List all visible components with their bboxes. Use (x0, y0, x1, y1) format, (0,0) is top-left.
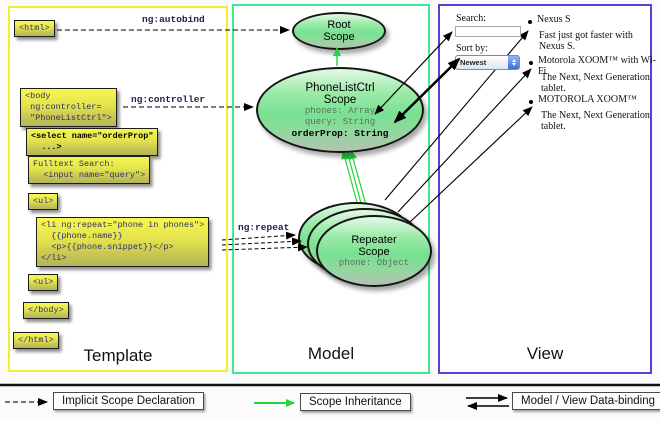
phonelistctrl-scope-ellipse: PhoneListCtrl Scope phones: Array query:… (256, 67, 424, 153)
phone-item-desc: Fast just got faster with Nexus S. (539, 30, 633, 52)
code-ul-close: <ul> (28, 274, 59, 291)
model-column-label: Model (307, 344, 355, 363)
root-scope-ellipse: Root Scope (292, 12, 386, 50)
root-scope-title: Root Scope (323, 19, 355, 43)
prop-phones: phones: Array (304, 105, 376, 116)
repeater-scope-title: Repeater Scope (351, 233, 397, 258)
code-body-open: <body ng:controller= "PhoneListCtrl"> (20, 88, 117, 127)
label-ng-controller: ng:controller (131, 94, 206, 105)
view-column-label: View (526, 344, 564, 363)
search-input[interactable] (455, 26, 521, 37)
phone-item-title: MOTOROLA XOOM™ (538, 94, 637, 105)
phone-item-title: Motorola XOOM™ with Wi-Fi (538, 55, 656, 77)
code-html-open: <html> (14, 20, 55, 37)
select-stepper-icon (508, 56, 519, 69)
code-select-orderprop: <select name="orderProp" ...> (26, 128, 159, 156)
prop-phone: phone: Object (338, 257, 410, 268)
legend-implicit-scope-declaration: Implicit Scope Declaration (53, 392, 204, 410)
sort-select-value: Newest (460, 58, 487, 67)
code-body-close: </body> (23, 302, 69, 319)
bullet-icon (529, 100, 533, 104)
code-html-close: </html> (13, 332, 59, 349)
phonelistctrl-scope-title: PhoneListCtrl Scope (305, 81, 375, 106)
repeater-scope-ellipse-front: Repeater Scope phone: Object (316, 215, 432, 287)
search-label: Search: (456, 13, 486, 24)
prop-orderprop: orderProp: String (291, 127, 389, 139)
sort-by-label: Sort by: (456, 43, 488, 54)
prop-query: query: String (304, 116, 376, 127)
code-fulltext-search: Fulltext Search: <input name="query"> (28, 156, 151, 184)
legend-model-view-databinding: Model / View Data-binding (512, 392, 660, 410)
legend-scope-inheritance: Scope Inheritance (300, 393, 411, 411)
bullet-icon (528, 20, 532, 24)
phone-item-desc: The Next, Next Generation tablet. (541, 110, 650, 132)
code-ul-open: <ul> (28, 193, 59, 210)
sort-select[interactable]: Newest (455, 55, 520, 70)
label-ng-autobind: ng:autobind (142, 14, 205, 25)
phone-item-desc: The Next, Next Generation tablet. (541, 72, 650, 94)
model-column (232, 4, 430, 374)
phone-item-title: Nexus S (537, 14, 571, 25)
template-column-label: Template (83, 346, 153, 365)
code-li-repeat: <li ng:repeat="phone in phones"> {{phone… (36, 217, 210, 267)
label-ng-repeat: ng:repeat (238, 222, 290, 233)
bullet-icon (529, 61, 533, 65)
